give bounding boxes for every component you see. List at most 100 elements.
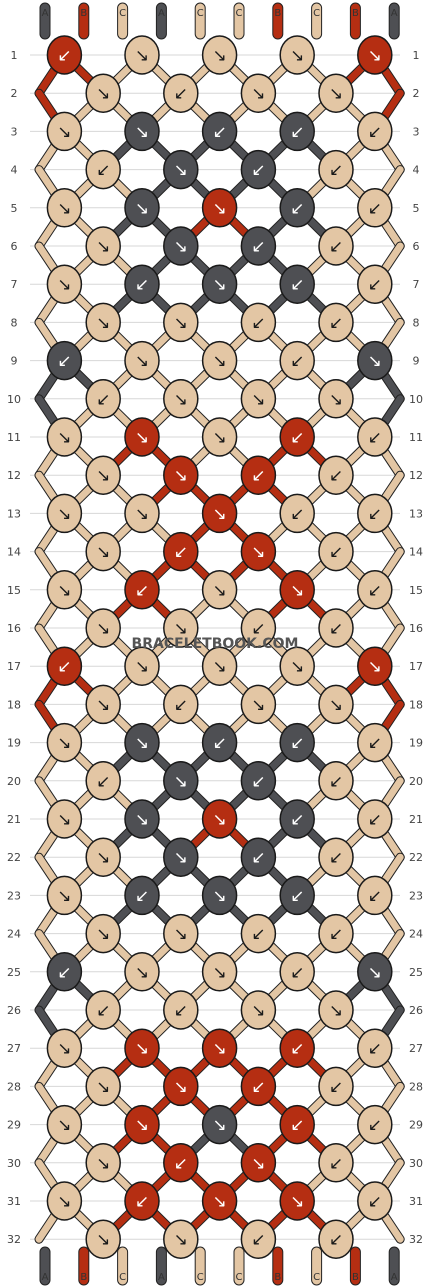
knot: ↙ [318, 455, 354, 495]
string-letter-bottom: C [236, 1272, 243, 1283]
knot-arrow-icon: ↙ [251, 619, 265, 639]
knot-body [279, 875, 315, 916]
knot-arrow-icon: ↘ [174, 848, 188, 868]
knot-arrow-icon: ↙ [96, 772, 110, 792]
knot: ↘ [201, 493, 238, 534]
knot-body [85, 531, 121, 572]
knot-body [279, 1181, 315, 1221]
knot: ↘ [163, 226, 199, 266]
knot: ↘ [318, 684, 354, 725]
knot-arrow-icon: ↘ [174, 466, 188, 486]
knot: ↙ [357, 1181, 393, 1221]
string-letter-top: A [391, 8, 398, 19]
knot-arrow-icon: ↙ [251, 1230, 265, 1250]
row-label-left: 18 [7, 698, 21, 711]
knot: ↙ [318, 531, 354, 572]
knot-arrow-icon: ↘ [57, 1192, 71, 1212]
knot: ↙ [318, 149, 354, 190]
knot-arrow-icon: ↙ [290, 122, 304, 142]
knot-arrow-icon: ↙ [290, 963, 304, 983]
knot: ↙ [201, 722, 238, 763]
knot-body [279, 417, 315, 457]
knot-body [201, 35, 238, 75]
row-label-left: 23 [7, 889, 21, 902]
knot-arrow-icon: ↘ [135, 1039, 149, 1059]
knot-arrow-icon: ↙ [368, 122, 382, 142]
knot: ↘ [357, 340, 393, 381]
knot-arrow-icon: ↘ [96, 1077, 110, 1097]
row-label-left: 10 [7, 393, 21, 406]
knot: ↘ [124, 111, 160, 152]
knot: ↙ [124, 264, 160, 304]
knot-arrow-icon: ↘ [57, 1039, 71, 1059]
string-letter-top: B [80, 8, 87, 19]
row-label-right: 2 [413, 87, 420, 100]
knot-arrow-icon: ↘ [329, 695, 343, 715]
knot: ↙ [357, 1104, 393, 1145]
knot: ↙ [163, 1143, 199, 1183]
knot-arrow-icon: ↙ [174, 1001, 188, 1021]
knot-arrow-icon: ↙ [290, 810, 304, 830]
string-letter-top: B [352, 8, 359, 19]
knot: ↘ [46, 1104, 83, 1145]
row-label-left: 6 [11, 240, 18, 253]
string-letter-bottom: A [158, 1272, 165, 1283]
knot-body [357, 952, 393, 992]
knot: ↘ [201, 188, 238, 228]
knot-arrow-icon: ↘ [57, 1116, 71, 1136]
knot-body [85, 1143, 121, 1183]
knot-arrow-icon: ↘ [251, 390, 265, 410]
knot: ↘ [357, 35, 393, 75]
string-letter-bottom: B [80, 1272, 87, 1283]
knot: ↙ [46, 952, 83, 992]
knot: ↙ [124, 570, 160, 610]
knot-arrow-icon: ↘ [212, 275, 226, 295]
knot-body [85, 379, 121, 419]
knot: ↘ [201, 417, 238, 457]
knot-body [163, 149, 199, 190]
knot-body [240, 73, 277, 113]
knot-body [318, 226, 354, 266]
knot-arrow-icon: ↘ [368, 46, 382, 66]
knot-body [85, 1219, 121, 1259]
knot-body [201, 417, 238, 457]
knot-arrow-icon: ↘ [174, 1077, 188, 1097]
knot: ↙ [357, 1028, 393, 1068]
knot-arrow-icon: ↙ [135, 581, 149, 601]
knot: ↘ [318, 379, 354, 419]
knot-body [46, 1104, 83, 1145]
knot: ↘ [201, 952, 238, 992]
string-letter-bottom: C [119, 1272, 126, 1283]
knot-body [201, 646, 238, 686]
knot: ↘ [201, 340, 238, 381]
knot-arrow-icon: ↘ [212, 657, 226, 677]
knot-body [85, 73, 121, 113]
knot: ↙ [163, 684, 199, 725]
knot: ↙ [318, 226, 354, 266]
knot-body [124, 111, 160, 152]
knot-body [240, 1143, 277, 1183]
knot-arrow-icon: ↙ [290, 1116, 304, 1136]
knot-body [85, 455, 121, 495]
knot: ↘ [85, 73, 121, 113]
knot-body [46, 1028, 83, 1068]
knot-body [279, 188, 315, 228]
knot-arrow-icon: ↙ [368, 1192, 382, 1212]
knot: ↘ [85, 226, 121, 266]
knot: ↙ [357, 264, 393, 304]
knot: ↘ [240, 1143, 277, 1183]
knot: ↙ [318, 913, 354, 954]
knot: ↘ [201, 1028, 238, 1068]
knot-arrow-icon: ↘ [57, 199, 71, 219]
knot: ↘ [163, 149, 199, 190]
knot: ↘ [279, 646, 315, 686]
knot-arrow-icon: ↙ [368, 810, 382, 830]
knot-arrow-icon: ↘ [96, 466, 110, 486]
knot-arrow-icon: ↘ [57, 275, 71, 295]
knot-body [357, 722, 393, 763]
knot-body [163, 837, 199, 877]
knot: ↘ [163, 455, 199, 495]
knot: ↘ [124, 35, 160, 75]
row-label-left: 29 [7, 1119, 21, 1132]
